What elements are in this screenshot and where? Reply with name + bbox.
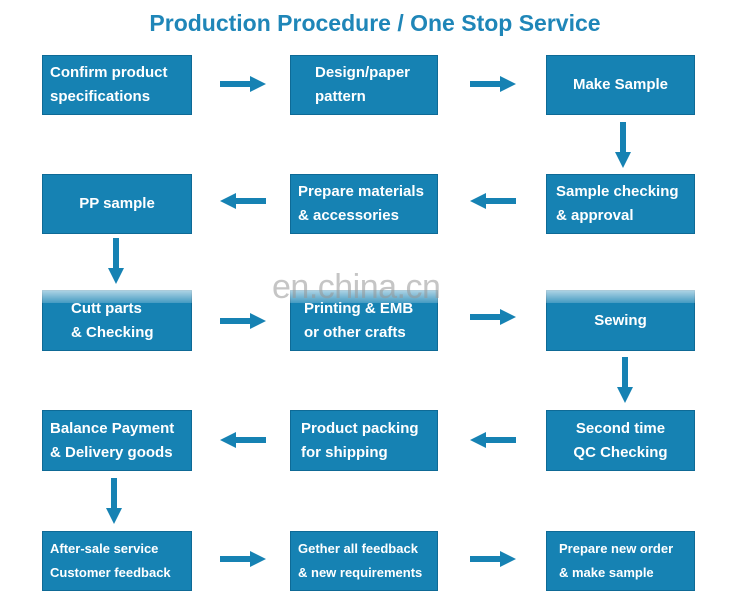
step-line: or other crafts: [304, 323, 406, 341]
arrow-down-icon: [108, 238, 124, 284]
step-line: specifications: [50, 88, 151, 105]
step-line: & approval: [556, 207, 634, 224]
step-design-pattern: Design/paper pattern: [290, 55, 438, 115]
step-balance-payment: Balance Payment & Delivery goods: [42, 410, 192, 471]
step-product-packing: Product packing for shipping: [290, 410, 438, 471]
step-line: & accessories: [298, 207, 399, 224]
step-line: for shipping: [301, 443, 388, 461]
arrow-left-icon: [470, 432, 516, 448]
step-line: After-sale service: [50, 541, 159, 556]
step-sample-checking: Sample checking & approval: [546, 174, 695, 234]
step-line: & make sample: [559, 565, 654, 580]
step-line: Gether all feedback: [298, 541, 418, 556]
step-line: Make Sample: [572, 76, 669, 93]
arrow-down-icon: [106, 478, 122, 524]
step-line: Cutt parts: [71, 299, 142, 317]
arrow-right-icon: [220, 76, 266, 92]
step-prepare-new-order: Prepare new order & make sample: [546, 531, 695, 591]
step-line: QC Checking: [573, 443, 668, 461]
step-line: PP sample: [79, 195, 155, 212]
step-line: & Checking: [71, 323, 154, 341]
arrow-right-icon: [220, 551, 266, 567]
arrow-down-icon: [617, 357, 633, 403]
step-line: Prepare materials: [298, 183, 424, 200]
step-after-sale: After-sale service Customer feedback: [42, 531, 192, 591]
arrow-left-icon: [220, 432, 266, 448]
step-line: Balance Payment: [50, 419, 175, 437]
step-pp-sample: PP sample: [42, 174, 192, 234]
step-line: Sample checking: [556, 183, 679, 200]
step-line: Customer feedback: [50, 565, 171, 580]
watermark-band: [35, 285, 700, 303]
step-line: pattern: [315, 88, 366, 105]
step-line: & Delivery goods: [50, 443, 173, 461]
step-line: Prepare new order: [559, 541, 674, 556]
arrow-down-icon: [615, 122, 631, 168]
step-line: & new requirements: [298, 565, 423, 580]
arrow-right-icon: [470, 309, 516, 325]
step-confirm-specifications: Confirm product specifications: [42, 55, 192, 115]
watermark: en.china.cn: [272, 268, 441, 306]
step-line: Product packing: [301, 419, 419, 437]
step-gather-feedback: Gether all feedback & new requirements: [290, 531, 438, 591]
page-title: Production Procedure / One Stop Service: [149, 10, 601, 36]
step-second-qc: Second time QC Checking: [546, 410, 695, 471]
step-line: Design/paper: [315, 64, 411, 81]
arrow-right-icon: [470, 76, 516, 92]
arrow-left-icon: [470, 193, 516, 209]
arrow-right-icon: [470, 551, 516, 567]
step-prepare-materials: Prepare materials & accessories: [290, 174, 438, 234]
step-line: Confirm product: [50, 64, 168, 81]
step-make-sample: Make Sample: [546, 55, 695, 115]
step-line: Printing & EMB: [304, 299, 414, 317]
step-line: Second time: [575, 419, 666, 437]
arrow-left-icon: [220, 193, 266, 209]
step-line: Sewing: [594, 311, 647, 329]
arrow-right-icon: [220, 313, 266, 329]
